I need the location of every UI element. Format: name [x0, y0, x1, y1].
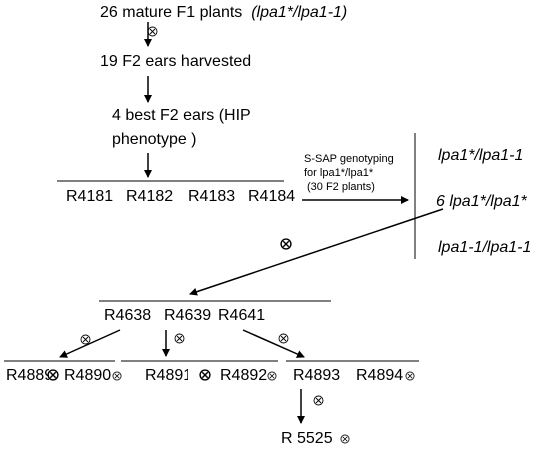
genotype-class-1: lpa1*/lpa1-1 [438, 147, 524, 164]
step-1-prefix: 26 mature F1 plants [100, 4, 243, 21]
step-1-label: 26 mature F1 plants (lpa1*/lpa1-1) [100, 5, 347, 21]
selfing-icon [147, 26, 158, 37]
genotyping-label-line1: S-SAP genotyping [304, 153, 394, 165]
arrow-r4641-to-row3 [242, 329, 305, 358]
genotype-class-2: 6 lpa1*/lpa1* [436, 193, 527, 210]
row2-item-r4641: R4641 [218, 307, 266, 324]
final-line: R 5525 [281, 430, 333, 447]
selfing-icon [199, 369, 211, 381]
row2-item-r4639: R4639 [164, 307, 212, 324]
selfing-icon [174, 333, 185, 344]
row2-item-r4638: R4638 [104, 307, 152, 324]
row3-item-r4892: R4892 [220, 367, 268, 384]
genotyping-label-line2: for lpa1*/lpa1* [304, 167, 374, 179]
selfing-icon [47, 369, 59, 381]
arrow-r4638-to-row3 [59, 329, 121, 358]
selfing-icon [340, 434, 350, 444]
selfing-icon [313, 395, 324, 406]
row3-item-r4891: R4891 [145, 368, 188, 384]
step-3-label-line1: 4 best F2 ears (HIP [112, 107, 251, 124]
row1-item-r4183: R4183 [188, 188, 236, 205]
selfing-icon [80, 334, 91, 345]
genotyping-label-line3: (30 F2 plants) [307, 181, 375, 193]
row3-item-r4893: R4893 [293, 367, 341, 384]
selfing-icon [267, 371, 277, 381]
row3-item-r4889: R4889 [6, 368, 49, 384]
row3-item-r4894: R4894 [356, 367, 404, 384]
selfing-icon [280, 238, 292, 250]
selfing-icon [278, 333, 289, 344]
step-2-label: 19 F2 ears harvested [100, 53, 252, 70]
row1-item-r4184: R4184 [248, 188, 296, 205]
step-1-genotype: (lpa1*/lpa1-1) [251, 4, 348, 21]
arrow-to-row2 [189, 208, 444, 296]
row1-item-r4182: R4182 [126, 188, 174, 205]
row1-item-r4181: R4181 [66, 188, 114, 205]
step-3-label-line2: phenotype ) [112, 131, 197, 148]
selfing-icon [112, 371, 122, 381]
genotype-class-3: lpa1-1/lpa1-1 [438, 239, 532, 256]
selfing-icon [405, 371, 415, 381]
row3-item-r4890: R4890 [64, 367, 112, 384]
